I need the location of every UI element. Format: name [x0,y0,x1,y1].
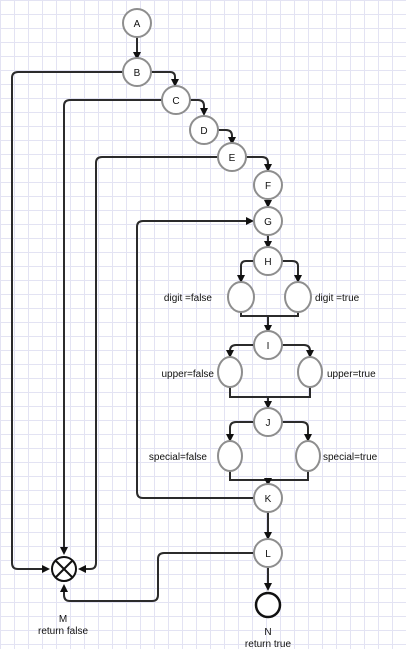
nodes: A B C D E F G H [38,8,378,649]
edge-special-merge [229,470,309,484]
label-special-true: special=true [323,452,378,463]
node-g: G [253,206,283,236]
node-a-label: A [134,19,141,30]
label-m-text: return false [38,626,88,637]
node-special-true [295,440,321,472]
node-c-label: C [172,96,179,107]
label-upper-false: upper=false [161,369,214,380]
edges [11,37,314,602]
node-j-label: J [266,418,271,429]
node-f-label: F [265,181,271,192]
edge-c-m [60,99,162,555]
node-i-label: I [267,341,270,352]
node-digit-true [284,281,312,313]
node-i: I [253,330,283,360]
edge-j-special-false [226,421,254,442]
node-a: A [122,8,152,38]
edge-h-digit-true [282,260,302,283]
edge-upper-merge [229,386,311,407]
edge-i-upper-true [282,344,314,358]
edge-e-f [246,156,272,172]
node-d: D [189,115,219,145]
node-b-label: B [134,68,141,79]
edge-l-m [60,552,254,602]
node-c: C [161,85,191,115]
node-g-label: G [264,217,272,228]
node-k: K [253,483,283,513]
edge-b-m [11,71,123,573]
label-m-id: M [59,614,67,625]
node-b: B [122,57,152,87]
node-h-label: H [264,257,271,268]
edge-c-d [190,99,208,116]
node-e: E [217,142,247,172]
edge-j-special-true [282,421,312,442]
edge-d-e [218,129,236,145]
edge-k-g-loop [136,217,254,499]
node-upper-false [217,356,243,388]
label-upper-true: upper=true [327,369,376,380]
node-n-end-icon [254,591,282,619]
node-digit-false [227,281,255,313]
node-h: H [253,246,283,276]
edge-i-upper-false [226,344,254,358]
edge-digit-merge [240,311,299,331]
node-special-false [217,440,243,472]
node-f: F [253,170,283,200]
node-j: J [253,407,283,437]
edge-h-digit-false [237,260,254,283]
node-e-label: E [229,153,236,164]
node-m-exit-icon [51,556,77,582]
node-l-label: L [265,549,271,560]
label-digit-false: digit =false [164,293,213,304]
label-digit-true: digit =true [315,293,360,304]
edge-b-c [151,71,179,87]
edge-e-m [78,156,218,573]
node-upper-true [297,356,323,388]
node-l: L [253,538,283,568]
label-n-text: return true [245,639,292,649]
label-special-false: special=false [149,452,208,463]
node-k-label: K [265,494,272,505]
node-d-label: D [200,126,207,137]
label-n-id: N [264,627,271,638]
